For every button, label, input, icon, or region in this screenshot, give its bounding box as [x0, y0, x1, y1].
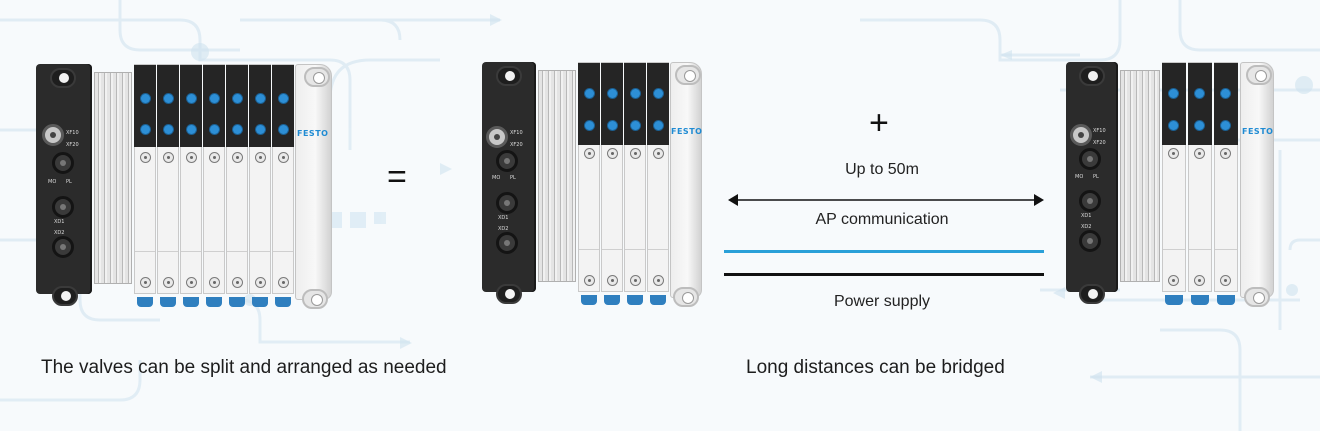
label-xf20: XF20 — [1093, 140, 1106, 146]
mounting-hole-icon — [675, 65, 701, 85]
mounting-hole-icon — [50, 68, 76, 88]
festo-logo: FESTO — [1242, 127, 1274, 136]
bus-module: XF10 XF20 MO PL XD1 XD2 — [36, 64, 92, 306]
valve-3 — [624, 62, 646, 305]
label-xd2: XD2 — [498, 226, 509, 232]
valve-4 — [647, 62, 669, 305]
end-plate: FESTO — [1240, 62, 1274, 307]
label-pl: PL — [510, 175, 516, 181]
label-pl: PL — [1093, 174, 1099, 180]
valve-3 — [180, 64, 202, 307]
label-xd2: XD2 — [1081, 224, 1092, 230]
caption-split-arrange: The valves can be split and arranged as … — [41, 357, 447, 378]
label-xd1: XD1 — [498, 215, 509, 221]
label-pl: PL — [66, 179, 72, 185]
caption-long-distances: Long distances can be bridged — [746, 357, 1005, 378]
valve-5 — [226, 64, 248, 307]
mounting-hole-icon — [496, 66, 522, 86]
label-xf10: XF10 — [66, 130, 79, 136]
valve-2 — [1188, 62, 1212, 305]
mounting-hole-icon — [1246, 65, 1272, 85]
connector-xf10-icon — [42, 124, 64, 146]
connector-xd2-icon — [52, 236, 74, 258]
plus-sign: + — [869, 104, 889, 142]
label-xf20: XF20 — [510, 142, 523, 148]
label-xd1: XD1 — [54, 219, 65, 225]
label-xd1: XD1 — [1081, 213, 1092, 219]
distance-label: Up to 50m — [845, 161, 919, 178]
connector-xd1-icon — [496, 192, 518, 214]
label-mo: MO — [1075, 174, 1084, 180]
mounting-hole-icon — [1244, 287, 1270, 307]
ap-communication-line — [724, 250, 1044, 253]
valve-terminal-split-a: XF10 XF20 MO PL XD1 XD2 FESTO — [482, 62, 702, 308]
label-xf10: XF10 — [1093, 128, 1106, 134]
connector-xf10-icon — [1070, 124, 1092, 146]
connector-xd1-icon — [52, 196, 74, 218]
connector-xf20-icon — [1079, 148, 1101, 170]
connector-xd1-icon — [1079, 190, 1101, 212]
connector-xf20-icon — [52, 152, 74, 174]
distance-arrow — [728, 194, 1044, 206]
label-xf10: XF10 — [510, 130, 523, 136]
connector-xd2-icon — [496, 232, 518, 254]
heat-sink-fins — [1120, 70, 1160, 282]
bus-module: XF10 XF20 MO PL XD1 XD2 — [482, 62, 536, 304]
end-plate: FESTO — [295, 64, 332, 309]
mounting-hole-icon — [1079, 66, 1105, 86]
valve-2 — [157, 64, 179, 307]
connector-xf10-icon — [486, 126, 508, 148]
label-mo: MO — [492, 175, 501, 181]
ap-communication-label: AP communication — [815, 211, 949, 228]
mounting-hole-icon — [673, 287, 699, 307]
label-mo: MO — [48, 179, 57, 185]
valve-1 — [1162, 62, 1186, 305]
equals-sign: = — [387, 158, 407, 196]
connector-xf20-icon — [496, 150, 518, 172]
power-supply-line — [724, 273, 1044, 276]
heat-sink-fins — [538, 70, 576, 282]
mounting-hole-icon — [52, 286, 78, 306]
label-xd2: XD2 — [54, 230, 65, 236]
power-supply-label: Power supply — [833, 293, 931, 310]
mounting-hole-icon — [304, 67, 330, 87]
heat-sink-fins — [94, 72, 132, 284]
mounting-hole-icon — [496, 284, 522, 304]
label-xf20: XF20 — [66, 142, 79, 148]
valve-terminal-full: XF10 XF20 MO PL XD1 XD2 — [36, 64, 332, 310]
valve-2 — [601, 62, 623, 305]
festo-logo: FESTO — [671, 127, 703, 136]
valve-terminal-split-b: XF10 XF20 MO PL XD1 XD2 FESTO — [1066, 62, 1278, 308]
valve-3 — [1214, 62, 1238, 305]
bus-module: XF10 XF20 MO PL XD1 XD2 — [1066, 62, 1118, 304]
valve-1 — [134, 64, 156, 307]
valve-1 — [578, 62, 600, 305]
mounting-hole-icon — [1079, 284, 1105, 304]
valve-7 — [272, 64, 294, 307]
festo-logo: FESTO — [297, 129, 329, 138]
connector-xd2-icon — [1079, 230, 1101, 252]
mounting-hole-icon — [302, 289, 328, 309]
valve-4 — [203, 64, 225, 307]
valve-6 — [249, 64, 271, 307]
end-plate: FESTO — [670, 62, 703, 307]
